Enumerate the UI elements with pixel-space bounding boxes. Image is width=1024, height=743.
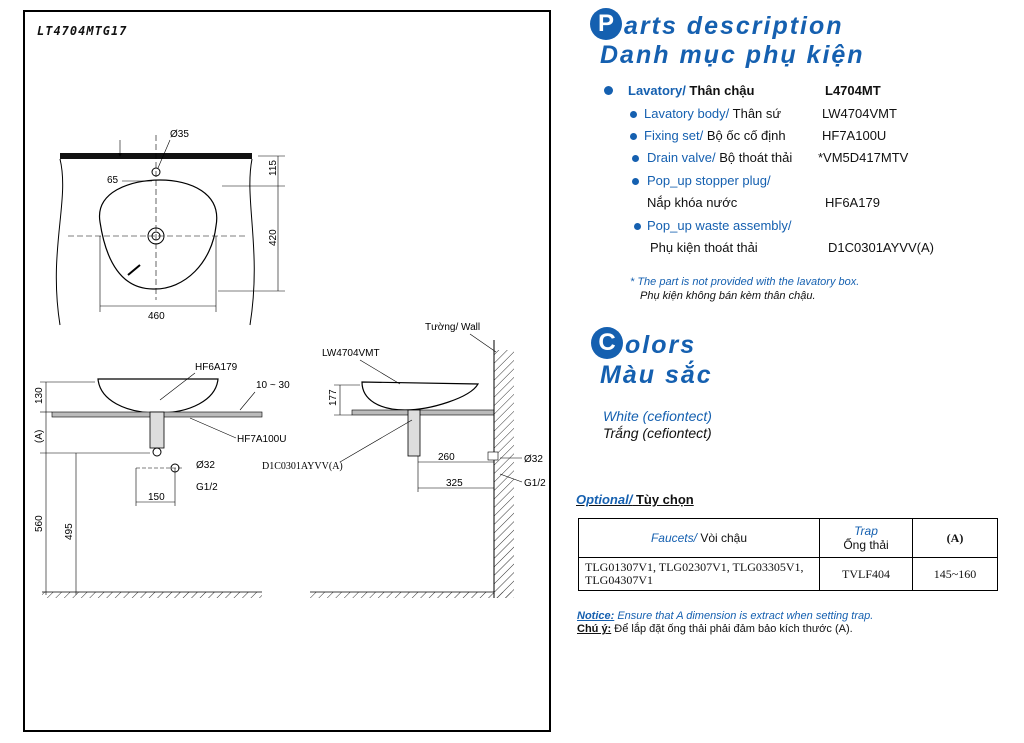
table-header-faucets: Faucets/ Vòi chậu xyxy=(578,518,820,558)
table-row: TLG01307V1, TLG02307V1, TLG03305V1, TLG0… xyxy=(578,557,998,591)
bullet-icon xyxy=(632,155,639,162)
colors-heading-initial: C xyxy=(591,327,623,359)
model-code: LT4704MTG17 xyxy=(37,24,128,38)
part-item-label: Drain valve/ Bộ thoát thải xyxy=(647,150,793,165)
part-item-label: Lavatory body/ Thân sứ xyxy=(644,106,782,121)
parts-heading: arts description xyxy=(624,12,844,40)
part-item-label-vi: Phụ kiện thoát thải xyxy=(650,240,758,255)
part-item-label-vi: Nắp khóa nước xyxy=(647,195,738,210)
technical-drawing-frame: LT4704MTG17 xyxy=(23,10,551,732)
part-item-label: Pop_up stopper plug/ xyxy=(647,173,771,188)
top-view: Ø35 65 460 115 420 xyxy=(55,129,285,326)
part-item-code: LW4704VMT xyxy=(822,106,897,121)
table-cell-a: 145~160 xyxy=(912,557,998,591)
parts-heading-initial: P xyxy=(590,8,622,40)
bullet-icon xyxy=(632,178,639,185)
bullet-icon xyxy=(630,111,637,118)
dim-a: (A) xyxy=(34,430,45,443)
dim-130: 130 xyxy=(34,387,45,404)
technical-drawing: Ø35 65 460 115 420 130 (A) 560 495 HF6A1… xyxy=(34,129,546,598)
part-item-code: D1C0301AYVV(A) xyxy=(828,240,934,255)
dim-495: 495 xyxy=(64,523,75,540)
table-cell-faucets: TLG01307V1, TLG02307V1, TLG03305V1, TLG0… xyxy=(578,557,820,591)
dim-150: 150 xyxy=(148,492,165,503)
bullet-icon xyxy=(604,86,613,95)
dim-d32: Ø32 xyxy=(196,460,215,471)
part-item-label: Pop_up waste assembly/ xyxy=(647,218,792,233)
part-item-code: HF7A100U xyxy=(822,128,887,143)
parts-note-en: * The part is not provided with the lava… xyxy=(630,276,860,288)
notice-en: Notice: Ensure that A dimension is extra… xyxy=(577,610,874,622)
color-name-en: White (cefiontect) xyxy=(603,408,712,424)
optional-title: Optional/ Tùy chọn xyxy=(576,492,694,507)
label-hf6a179: HF6A179 xyxy=(195,362,238,373)
label-wall: Tường/ Wall xyxy=(425,322,480,333)
parts-heading-vi: Danh mục phụ kiện xyxy=(600,41,865,69)
dim-d32-side: Ø32 xyxy=(524,454,543,465)
parts-main-code: L4704MT xyxy=(825,83,881,98)
bullet-icon xyxy=(634,223,641,230)
part-item-code: *VM5D417MTV xyxy=(818,150,909,165)
part-item-label: Fixing set/ Bộ ốc cố định xyxy=(644,128,786,143)
dim-560: 560 xyxy=(34,515,45,532)
color-name-vi: Trắng (cefiontect) xyxy=(603,425,712,441)
dim-325: 325 xyxy=(446,478,463,489)
description-panel: P arts description Danh mục phụ kiện Lav… xyxy=(560,0,1024,743)
parts-main-label: Lavatory/ Thân chậu xyxy=(628,83,755,98)
dim-260: 260 xyxy=(438,452,455,463)
table-cell-trap: TVLF404 xyxy=(819,557,913,591)
dim-420: 420 xyxy=(268,229,279,246)
side-view: Tường/ Wall LW4704VMT 177 D1C0301AYVV(A)… xyxy=(262,322,546,598)
parts-note-vi: Phụ kiện không bán kèm thân chậu. xyxy=(640,290,816,302)
bullet-icon xyxy=(630,133,637,140)
dim-460: 460 xyxy=(148,311,165,322)
front-view: 130 (A) 560 495 HF6A179 10 ~ 30 HF7A100U… xyxy=(34,362,290,598)
notice-vi: Chú ý: Để lắp đặt ống thải phải đảm bảo … xyxy=(577,623,853,635)
label-hf7a100u: HF7A100U xyxy=(237,434,286,445)
label-g12-side: G1/2 xyxy=(524,478,546,489)
label-d1c0301ayvv: D1C0301AYVV(A) xyxy=(262,461,343,472)
colors-heading-vi: Màu sắc xyxy=(600,361,713,389)
table-header-a: (A) xyxy=(912,518,998,558)
dim-115: 115 xyxy=(268,160,279,176)
dim-177: 177 xyxy=(328,389,339,406)
dim-10-30: 10 ~ 30 xyxy=(256,380,290,391)
dim-d35: Ø35 xyxy=(170,129,189,140)
part-item-code: HF6A179 xyxy=(825,195,880,210)
label-g12: G1/2 xyxy=(196,482,218,493)
colors-heading: olors xyxy=(625,331,697,359)
label-lw4704vmt: LW4704VMT xyxy=(322,348,380,359)
dim-65: 65 xyxy=(107,175,119,186)
